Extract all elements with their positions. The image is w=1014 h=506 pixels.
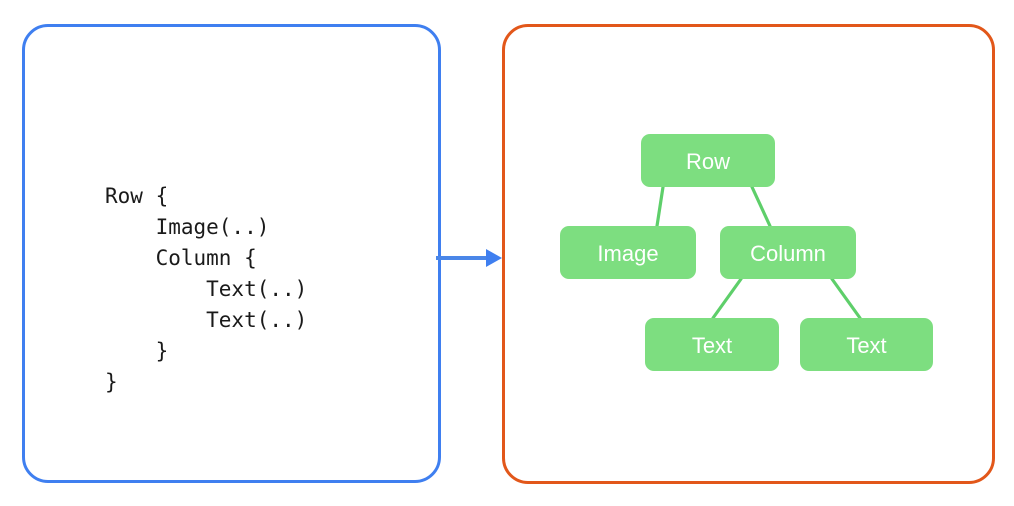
code-panel: Row { Image(..) Column { Text(..) Text(.… bbox=[22, 24, 441, 483]
tree-node-label: Row bbox=[686, 149, 730, 174]
arrow-right-icon bbox=[436, 249, 502, 267]
tree-node-label: Image bbox=[597, 241, 658, 266]
tree-node-text1[interactable]: Text bbox=[645, 318, 779, 371]
tree-node-box bbox=[641, 134, 775, 187]
tree-node-image[interactable]: Image bbox=[560, 226, 696, 279]
tree-node-column[interactable]: Column bbox=[720, 226, 856, 279]
tree-node-box bbox=[720, 226, 856, 279]
tree-edge-row-column bbox=[750, 185, 772, 228]
tree-node-label: Text bbox=[846, 333, 886, 358]
arrow-head bbox=[486, 249, 502, 267]
tree-node-label: Column bbox=[750, 241, 826, 266]
tree-edge-column-text1 bbox=[711, 277, 743, 320]
tree-node-box bbox=[800, 318, 933, 371]
tree-node-text2[interactable]: Text bbox=[800, 318, 933, 371]
code-snippet: Row { Image(..) Column { Text(..) Text(.… bbox=[105, 184, 308, 394]
tree-node-row[interactable]: Row bbox=[641, 134, 775, 187]
tree-edge-row-image bbox=[655, 185, 665, 228]
tree-edge-column-text2 bbox=[830, 277, 862, 320]
tree-edges bbox=[655, 185, 862, 320]
tree-node-box bbox=[560, 226, 696, 279]
tree-node-box bbox=[645, 318, 779, 371]
tree-node-label: Text bbox=[692, 333, 732, 358]
